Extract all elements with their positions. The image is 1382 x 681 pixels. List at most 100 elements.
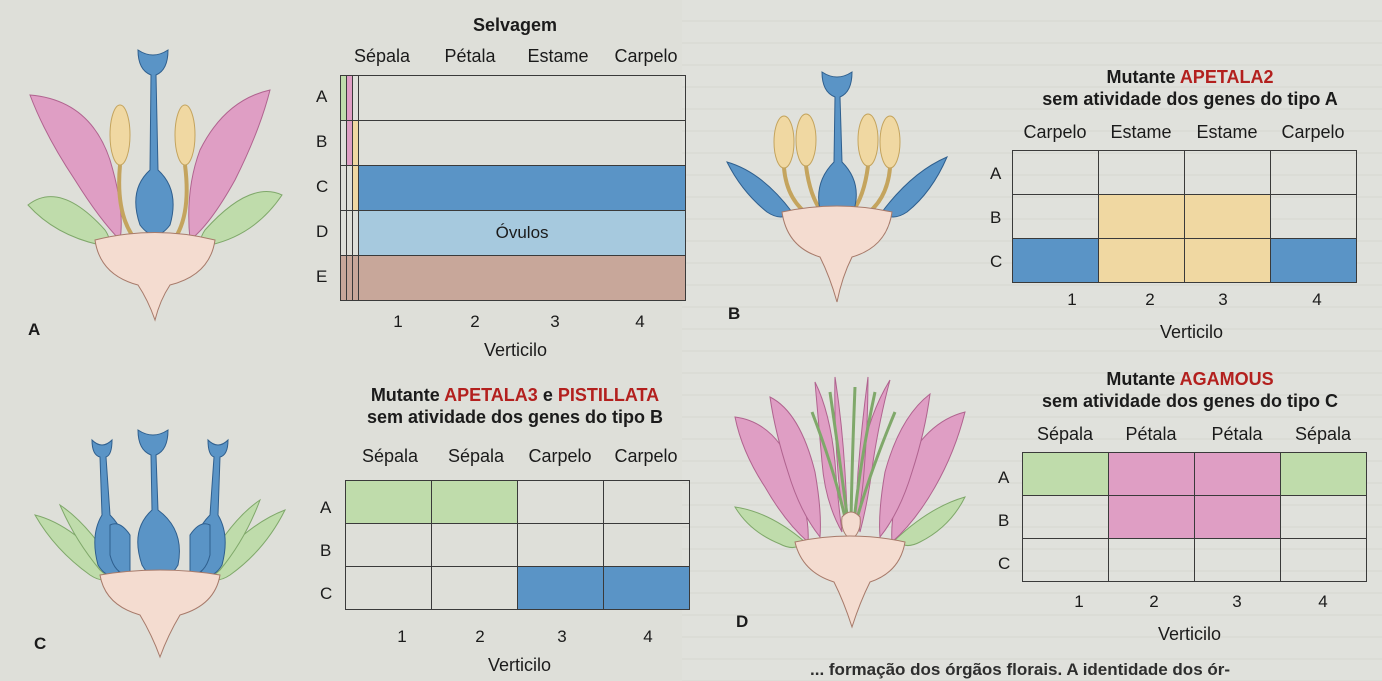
panel-d-title: Mutante AGAMOUS sem atividade dos genes … [1005, 368, 1375, 412]
header-1: Sépala [345, 446, 435, 467]
header-1: Sépala [338, 46, 426, 67]
cell [359, 256, 686, 301]
cell [604, 524, 690, 567]
header-2: Pétala [426, 46, 514, 67]
header-4: Carpelo [1270, 122, 1356, 143]
header-3: Pétala [1194, 424, 1280, 445]
row-label: A [320, 498, 331, 518]
panel-c-subtitle: sem atividade dos genes do tipo B [367, 407, 663, 427]
row-label: C [316, 177, 328, 197]
panel-letter-d: D [736, 612, 748, 632]
figure-caption-fragment: ... formação dos órgãos florais. A ident… [810, 660, 1230, 680]
cell [1013, 151, 1099, 195]
cell [604, 481, 690, 524]
ovule-cell: Óvulos [359, 211, 686, 256]
header-3: Estame [1184, 122, 1270, 143]
panel-a-row-labels: A B C D E [316, 75, 336, 300]
row-label: C [320, 584, 332, 604]
col-number: 4 [1302, 290, 1332, 310]
cell [1185, 195, 1271, 239]
cell [1109, 539, 1195, 582]
row-label: E [316, 267, 327, 287]
cell [1195, 539, 1281, 582]
panel-a-column-numbers: 1 2 3 4 [340, 312, 686, 334]
col-number: 2 [465, 627, 495, 647]
row-label: D [316, 222, 328, 242]
cell [1195, 496, 1281, 539]
flower-apetala2 [722, 62, 952, 312]
flower-agamous [730, 372, 970, 632]
panel-d-subtitle: sem atividade dos genes do tipo C [1042, 391, 1338, 411]
cell [1281, 496, 1367, 539]
header-4: Carpelo [602, 46, 690, 67]
panel-b-column-headers: Carpelo Estame Estame Carpelo [1012, 122, 1362, 146]
cell [1271, 195, 1357, 239]
panel-d-mutant-name: AGAMOUS [1180, 369, 1274, 389]
cell [1271, 239, 1357, 283]
row-label: C [990, 252, 1002, 272]
row-label: B [316, 132, 327, 152]
col-number: 4 [625, 312, 655, 332]
cell [1185, 151, 1271, 195]
cell [346, 567, 432, 610]
panel-c-column-numbers: 1 2 3 4 [345, 627, 690, 649]
panel-a-column-headers: Sépala Pétala Estame Carpelo [338, 46, 688, 70]
panel-d-row-labels: A B C [998, 452, 1018, 582]
panel-d-title-text: Mutante [1106, 369, 1179, 389]
col-number: 3 [540, 312, 570, 332]
header-2: Estame [1098, 122, 1184, 143]
col-number: 3 [1222, 592, 1252, 612]
row-label: B [990, 208, 1001, 228]
panel-b-subtitle: sem atividade dos genes do tipo A [1042, 89, 1337, 109]
panel-a-abc-grid: Óvulos [340, 75, 686, 301]
header-2: Pétala [1108, 424, 1194, 445]
cell [1271, 151, 1357, 195]
panel-c-axis-label: Verticilo [488, 655, 551, 676]
panel-c-row-labels: A B C [320, 480, 340, 610]
row-label: B [320, 541, 331, 561]
cell [518, 524, 604, 567]
header-1: Carpelo [1012, 122, 1098, 143]
header-3: Carpelo [515, 446, 605, 467]
panel-d-abc-grid [1022, 452, 1367, 582]
row-label: A [998, 468, 1009, 488]
col-number: 1 [1064, 592, 1094, 612]
panel-a-axis-label: Verticilo [484, 340, 547, 361]
col-number: 1 [1057, 290, 1087, 310]
cell [1195, 453, 1281, 496]
panel-c-title-text: Mutante [371, 385, 444, 405]
cell [1185, 239, 1271, 283]
panel-d-axis-label: Verticilo [1158, 624, 1221, 645]
cell [359, 76, 686, 121]
panel-letter-b: B [728, 304, 740, 324]
cell [518, 481, 604, 524]
header-3: Estame [514, 46, 602, 67]
panel-b-mutant-name: APETALA2 [1180, 67, 1274, 87]
cell [1023, 453, 1109, 496]
header-1: Sépala [1022, 424, 1108, 445]
panel-letter-a: A [28, 320, 40, 340]
header-2: Sépala [431, 446, 521, 467]
cell [346, 524, 432, 567]
flower-wild-type [20, 30, 290, 330]
panel-c-title: Mutante APETALA3 e PISTILLATA sem ativid… [330, 384, 700, 428]
cell [1281, 453, 1367, 496]
panel-d-column-numbers: 1 2 3 4 [1022, 592, 1367, 614]
col-number: 1 [383, 312, 413, 332]
cell [1109, 496, 1195, 539]
panel-b-abc-grid [1012, 150, 1357, 283]
cell [1099, 239, 1185, 283]
col-number: 4 [1308, 592, 1338, 612]
cell [1099, 151, 1185, 195]
header-4: Sépala [1280, 424, 1366, 445]
cell [359, 166, 686, 211]
col-number: 1 [387, 627, 417, 647]
col-number: 2 [1139, 592, 1169, 612]
panel-a-title-text: Selvagem [473, 15, 557, 35]
panel-b-column-numbers: 1 2 3 4 [1012, 290, 1357, 312]
flower-apetala3-pistillata [30, 425, 290, 665]
panel-c-mutant-name-2: PISTILLATA [558, 385, 659, 405]
panel-c-column-headers: Sépala Sépala Carpelo Carpelo [345, 446, 695, 470]
cell [432, 567, 518, 610]
panel-b-title-text: Mutante [1106, 67, 1179, 87]
